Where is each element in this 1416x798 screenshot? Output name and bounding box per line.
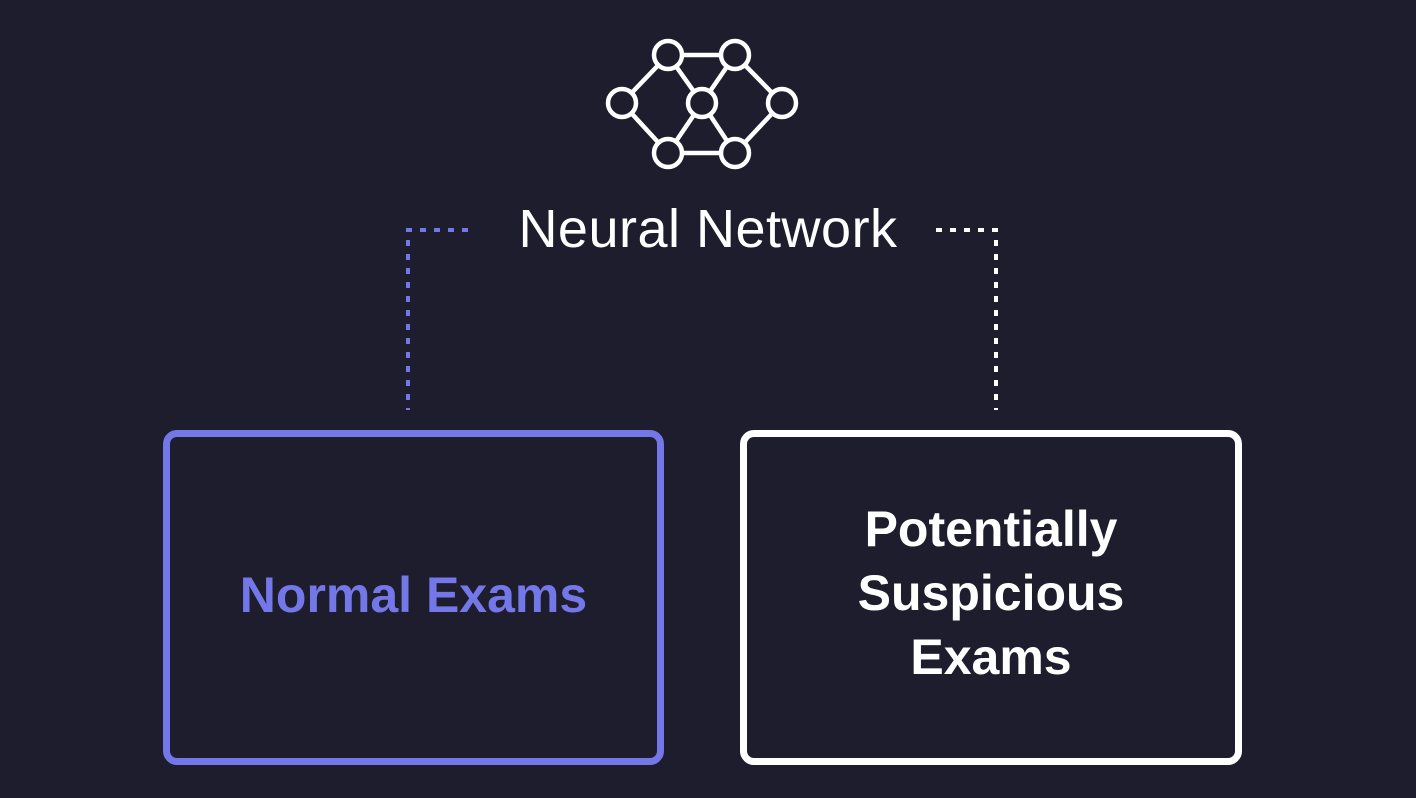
network-node [765,86,799,120]
suspicious-exams-label: Potentially Suspicious Exams [857,500,1125,685]
neural-network-icon [605,38,799,170]
network-node [718,38,752,72]
network-node [605,86,639,120]
network-node [651,38,685,72]
network-node [651,136,685,170]
diagram-title: Neural Network [518,199,898,259]
network-node [685,86,719,120]
network-node [718,136,752,170]
normal-exams-box: Normal Exams [163,430,664,765]
suspicious-exams-box: Potentially Suspicious Exams [740,430,1242,765]
normal-exams-label: Normal Exams [239,566,588,623]
